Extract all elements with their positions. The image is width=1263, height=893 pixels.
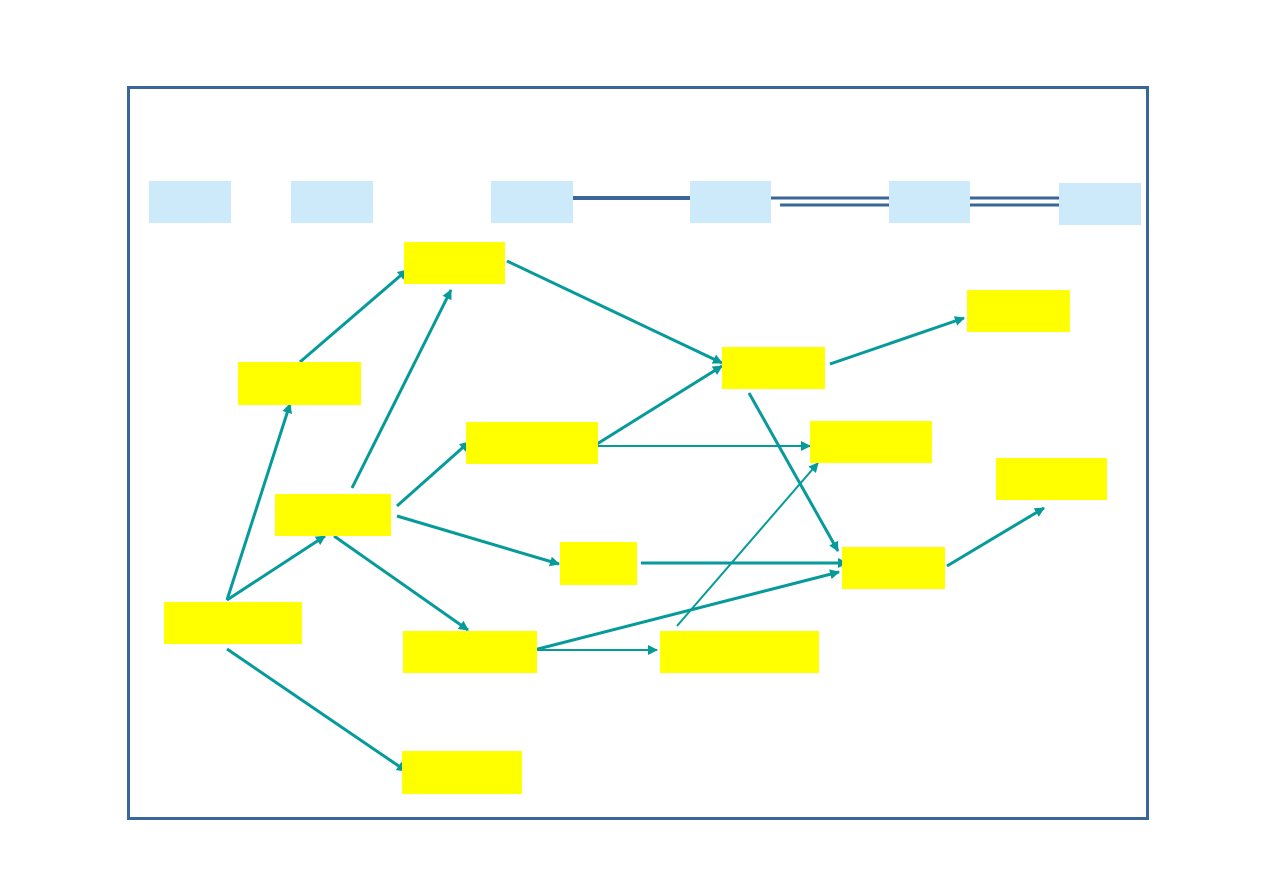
node-n8 (996, 458, 1107, 500)
edge-n13-to-n4 (226, 534, 326, 602)
edge-n2-to-n1 (299, 268, 408, 364)
header-box-h6 (1059, 183, 1141, 225)
edge-n12-to-n10 (533, 569, 840, 652)
edge-n11-to-n5 (676, 462, 819, 627)
header-box-h3 (491, 181, 573, 223)
node-n14 (402, 751, 522, 794)
node-n12 (403, 631, 537, 673)
edge-n6-to-n7 (829, 316, 965, 366)
edge-n4-to-n3 (396, 440, 470, 508)
node-n1 (404, 242, 505, 284)
node-n13 (164, 602, 302, 644)
node-n7 (967, 290, 1070, 332)
node-n10 (842, 547, 945, 589)
edge-n1-to-n6 (506, 259, 723, 365)
node-n2 (238, 362, 361, 405)
header-box-h4 (690, 181, 771, 223)
diagram-frame (127, 86, 1149, 820)
node-n9 (560, 542, 637, 585)
edge-n4-to-n12 (333, 534, 469, 632)
node-n3 (466, 422, 598, 464)
node-n6 (722, 347, 825, 389)
edge-n13-to-n2 (225, 403, 293, 601)
header-box-h5 (889, 181, 970, 223)
edge-n10-to-n8 (946, 506, 1045, 568)
edge-n13-to-n14 (226, 647, 407, 773)
edge-n6-to-n10 (747, 392, 840, 552)
node-n4 (275, 494, 391, 536)
nodes (164, 242, 1107, 794)
node-n11 (660, 631, 819, 673)
edge-n4-to-n9 (396, 514, 560, 567)
header-connectors (573, 196, 1059, 207)
header-box-h1 (149, 181, 231, 223)
edges (225, 259, 1045, 773)
node-n5 (810, 421, 932, 463)
edge-n3-to-n6 (596, 364, 723, 446)
edge-n4-to-n1 (350, 289, 453, 489)
header-box-h2 (291, 181, 373, 223)
header-boxes (149, 181, 1141, 225)
